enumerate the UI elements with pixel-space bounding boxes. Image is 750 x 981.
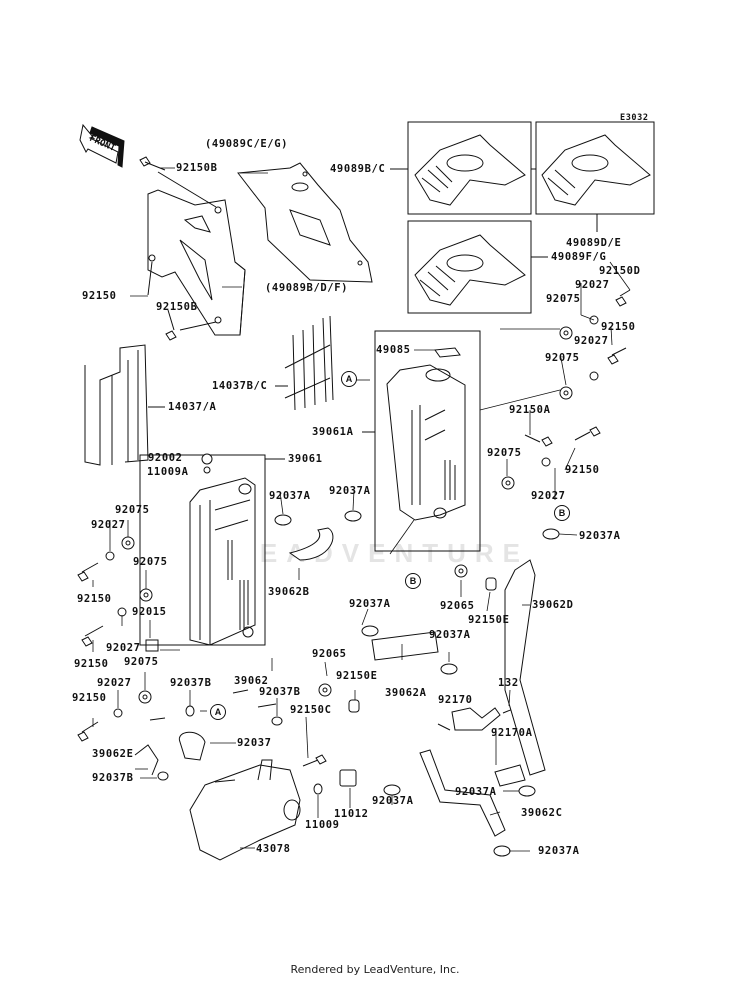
part-label: 92037A	[538, 845, 580, 857]
part-label: 11009	[305, 819, 340, 831]
part-label: 49089B/C	[330, 163, 386, 175]
part-label: 39062A	[385, 687, 427, 699]
part-label: 92150	[72, 692, 107, 704]
part-label: 92037A	[349, 598, 391, 610]
part-label: 92075	[546, 293, 581, 305]
part-label: 39061A	[312, 426, 354, 438]
part-label: 92027	[575, 279, 610, 291]
footer-credit: Rendered by LeadVenture, Inc.	[290, 963, 460, 976]
part-label: 39062D	[532, 599, 574, 611]
part-label: 92037A	[455, 786, 497, 798]
leader-lines	[92, 167, 631, 852]
part-label: 92150	[565, 464, 600, 476]
brackets	[437, 707, 526, 787]
part-label: 92150B	[156, 301, 198, 313]
part-label: 39062B	[268, 586, 310, 598]
left-shroud	[147, 171, 246, 336]
part-label: 92037A	[429, 629, 471, 641]
part-label: 49089F/G	[551, 251, 607, 263]
part-label: 92037B	[170, 677, 212, 689]
part-label: 92075	[133, 556, 168, 568]
part-label: 11009A	[147, 466, 189, 478]
part-label: 92150A	[509, 404, 551, 416]
washer-11009	[313, 783, 323, 795]
part-label: 92075	[115, 504, 150, 516]
part-label: 92037A	[269, 490, 311, 502]
part-label: 92170	[438, 694, 473, 706]
part-label: 92150C	[290, 704, 332, 716]
part-label: 92075	[487, 447, 522, 459]
part-label: 92027	[91, 519, 126, 531]
part-label: 92075	[124, 656, 159, 668]
cap-11012	[339, 769, 357, 787]
callout-b: B	[554, 505, 570, 521]
decal-box-fg	[407, 220, 532, 314]
part-label: 92150E	[336, 670, 378, 682]
part-label: 14037/A	[168, 401, 217, 413]
part-label: 49089D/E	[566, 237, 622, 249]
diagram-code: E3032	[620, 113, 649, 123]
part-label: 92027	[574, 335, 609, 347]
part-label: (49089B/D/F)	[265, 282, 349, 294]
watermark: LEADVENTURE	[235, 538, 530, 568]
part-label: 92150	[74, 658, 109, 670]
right-shroud	[237, 162, 373, 283]
part-label: 92027	[531, 490, 566, 502]
hardware	[77, 156, 631, 767]
radiator-louvers	[275, 315, 334, 411]
part-label: 92170A	[491, 727, 533, 739]
part-label: 92150	[82, 290, 117, 302]
part-label: 49085	[376, 344, 411, 356]
callout-a: A	[210, 704, 226, 720]
part-label: 11012	[334, 808, 369, 820]
front-arrow-icon: FRONT	[79, 123, 125, 168]
part-label: 92075	[545, 352, 580, 364]
part-label: 92037	[237, 737, 272, 749]
left-radiator	[139, 454, 285, 646]
part-label: 92150B	[176, 162, 218, 174]
part-label: (49089C/E/G)	[205, 138, 289, 150]
part-label: 132	[498, 677, 519, 689]
part-label: 92150	[77, 593, 112, 605]
callout-b: B	[405, 573, 421, 589]
part-label: 39061	[288, 453, 323, 465]
part-label: 92037B	[92, 772, 134, 784]
callout-a: A	[341, 371, 357, 387]
part-label: 43078	[256, 843, 291, 855]
part-label: 14037B/C	[212, 380, 268, 392]
part-label: 92150D	[599, 265, 641, 277]
part-label: 39062E	[92, 748, 134, 760]
part-label: 92065	[440, 600, 475, 612]
decal-box-bc	[407, 121, 532, 215]
part-label: 92037A	[579, 530, 621, 542]
part-label: 92150	[601, 321, 636, 333]
decal-box-de	[535, 121, 655, 215]
hoses	[134, 527, 546, 837]
part-label: 92015	[132, 606, 167, 618]
part-label: 92150E	[468, 614, 510, 626]
part-label: 92027	[97, 677, 132, 689]
part-label: 92002	[148, 452, 183, 464]
part-label: 92037B	[259, 686, 301, 698]
part-label: 92037A	[329, 485, 371, 497]
part-label: 39062	[234, 675, 269, 687]
reservoir-tank	[189, 759, 301, 861]
radiator-guard-left	[84, 344, 165, 466]
right-radiator	[362, 330, 481, 552]
part-label: 92065	[312, 648, 347, 660]
part-label: 92027	[106, 642, 141, 654]
part-label: 92037A	[372, 795, 414, 807]
part-label: 39062C	[521, 807, 563, 819]
